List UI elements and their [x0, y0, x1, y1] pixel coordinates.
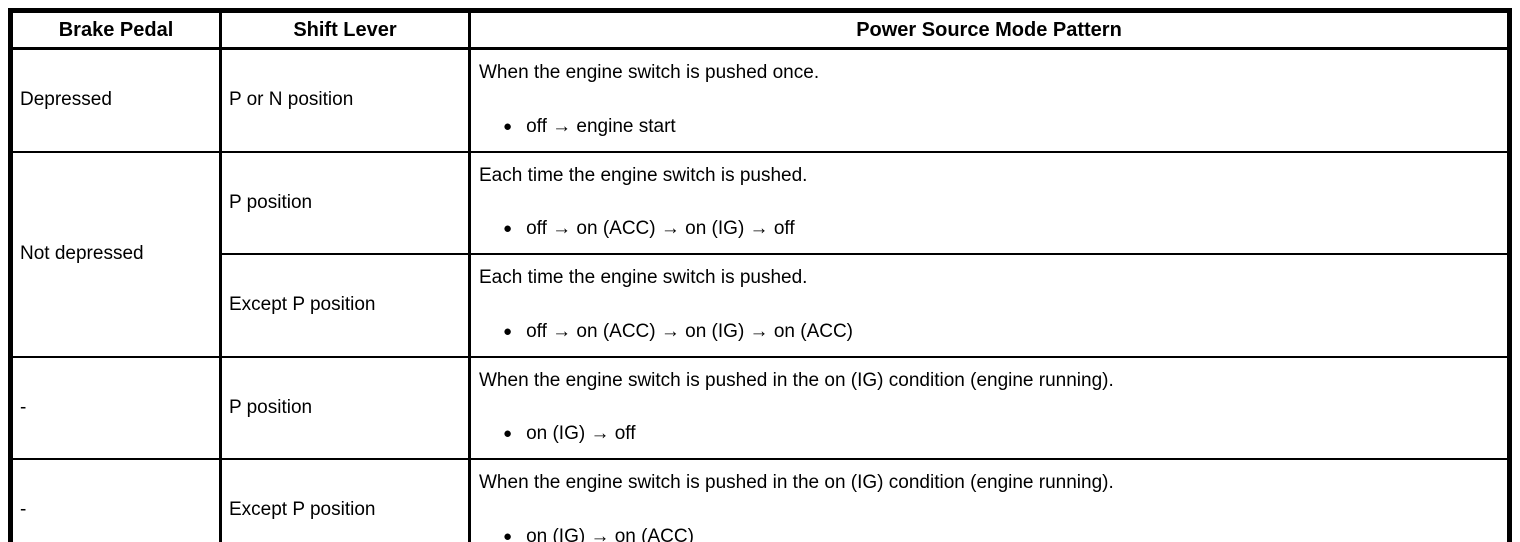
bullet-icon: ●: [503, 117, 513, 135]
header-brake-pedal: Brake Pedal: [9, 9, 222, 50]
bullet-icon: ●: [503, 527, 513, 542]
pattern-condition: When the engine switch is pushed in the …: [479, 472, 1114, 493]
pattern-sequence: ● off → on (ACC) → on (IG) → off: [503, 217, 1499, 241]
bullet-icon: ●: [503, 220, 513, 238]
pattern-sequence: ● off → engine start: [503, 115, 1499, 139]
table-row: - P position When the engine switch is p…: [9, 355, 1511, 460]
pattern-sequence: ● on (IG) → on (ACC): [503, 525, 1499, 542]
table-row: Except P position Each time the engine s…: [11, 253, 1511, 358]
shift-lever-cell: Except P position: [219, 253, 471, 358]
table-header: Brake Pedal Shift Lever Power Source Mod…: [9, 9, 1511, 50]
header-power-source-mode-pattern: Power Source Mode Pattern: [468, 9, 1511, 50]
shift-lever-cell: P position: [219, 150, 471, 255]
pattern-cell: Each time the engine switch is pushed. ●…: [468, 253, 1511, 358]
power-source-mode-table: Brake Pedal Shift Lever Power Source Mod…: [8, 8, 1512, 542]
shift-lever-cell: P position: [219, 355, 471, 460]
pattern-condition: When the engine switch is pushed in the …: [479, 369, 1114, 391]
pattern-cell: When the engine switch is pushed in the …: [468, 355, 1511, 460]
pattern-sequence: ● on (IG) → off: [503, 422, 1499, 446]
bullet-icon: ●: [503, 322, 513, 340]
brake-pedal-cell: -: [9, 355, 222, 460]
table-body: Depressed P or N position When the engin…: [9, 47, 1511, 542]
sequence-text: on (IG) → off: [526, 423, 636, 445]
header-shift-lever: Shift Lever: [219, 9, 471, 50]
sequence-text: on (IG) → on (ACC): [526, 525, 694, 542]
sequence-text: off → on (ACC) → on (IG) → off: [526, 218, 795, 240]
brake-pedal-cell: -: [9, 458, 222, 542]
pattern-cell: When the engine switch is pushed once. ●…: [468, 47, 1511, 153]
pattern-cell: Each time the engine switch is pushed. ●…: [468, 150, 1511, 255]
bullet-icon: ●: [503, 425, 513, 443]
brake-pedal-cell: Depressed: [9, 47, 222, 153]
pattern-condition: When the engine switch is pushed once.: [479, 62, 820, 83]
brake-pedal-cell: Not depressed: [9, 150, 222, 358]
pattern-condition: Each time the engine switch is pushed.: [479, 267, 808, 288]
shift-lever-cell: Except P position: [219, 458, 471, 542]
table-row: - Except P position When the engine swit…: [9, 458, 1511, 542]
sequence-text: off → on (ACC) → on (IG) → on (ACC): [526, 320, 854, 342]
pattern-cell: When the engine switch is pushed in the …: [468, 458, 1511, 542]
pattern-condition: Each time the engine switch is pushed.: [479, 164, 808, 186]
header-row: Brake Pedal Shift Lever Power Source Mod…: [9, 9, 1511, 50]
table-row: Not depressed P position Each time the e…: [9, 150, 1511, 358]
table-row: Depressed P or N position When the engin…: [9, 47, 1511, 153]
shift-lever-cell: P or N position: [219, 47, 471, 153]
sequence-text: off → engine start: [526, 115, 676, 137]
pattern-sequence: ● off → on (ACC) → on (IG) → on (ACC): [503, 320, 1499, 344]
